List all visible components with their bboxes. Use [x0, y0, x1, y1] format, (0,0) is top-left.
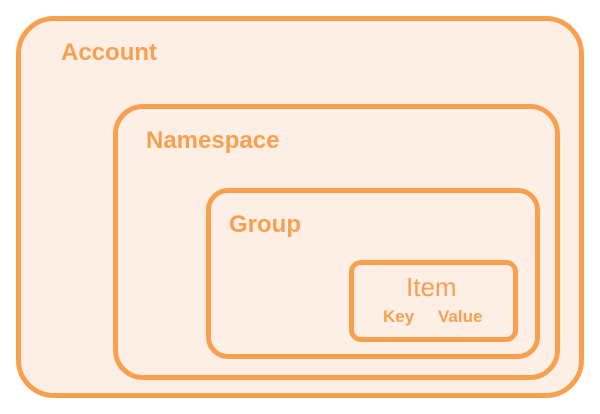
item-value-label: Value	[438, 307, 483, 326]
namespace-label: Namespace	[146, 127, 280, 154]
group-label: Group	[229, 211, 301, 238]
item-key-label: Key	[383, 307, 415, 326]
account-label: Account	[61, 39, 157, 66]
item-box: Item Key Value	[349, 260, 518, 342]
item-label: Item	[406, 272, 457, 302]
